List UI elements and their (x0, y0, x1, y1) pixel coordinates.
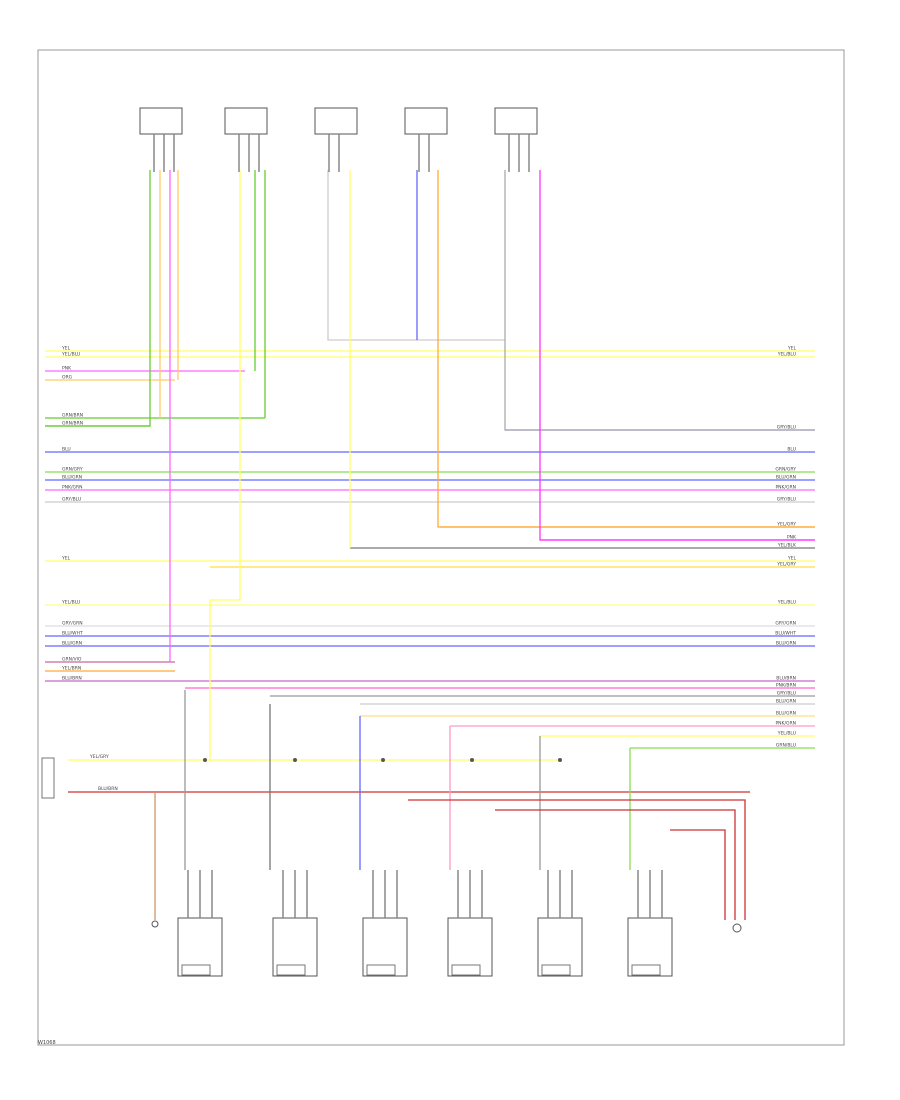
bus-label-right-w25: PNK/BRN (776, 683, 796, 689)
wires-layer (45, 170, 815, 920)
bus-label-right-w24: BLU/BRN (776, 676, 796, 682)
bottom-component-box-b1 (177, 917, 223, 977)
bus-label-right-w12: GRY/BLU (777, 497, 796, 503)
top-component-c2 (224, 107, 268, 172)
bus-label-right-w2: YEL/BLU (777, 352, 796, 358)
bus-label-right-w27: BLU/GRN (776, 699, 796, 705)
bottom-component-box-b2 (272, 917, 318, 977)
drop-wire-5 (209, 170, 241, 760)
junction-dot-4 (470, 758, 474, 762)
bus-label-right-w29: PNK/GRN (775, 721, 796, 727)
top-component-box-c5 (494, 107, 538, 135)
junction-dot-2 (293, 758, 297, 762)
bus-label-right-w19: GRY/GRN (775, 621, 796, 627)
bus-label-right-w30: YEL/BLU (777, 731, 796, 737)
top-component-c4 (404, 107, 448, 172)
junction-dot-3 (381, 758, 385, 762)
drop-wire-8 (327, 170, 505, 341)
supply-label-s1: YEL/GRY (89, 754, 109, 760)
bottom-component-b6 (627, 870, 673, 977)
bus-label-right-w20: BLU/WHT (775, 631, 796, 637)
junction-dot-5 (558, 758, 562, 762)
bus-label-left-w19: GRY/GRN (62, 621, 83, 627)
bottom-component-b0 (151, 792, 159, 928)
bus-label-right-w26: GRY/BLU (777, 691, 796, 697)
diagram-frame (37, 49, 845, 1046)
bottom-component-plug-b2 (276, 964, 306, 976)
bus-label-left-w5: GRN/BRN (62, 413, 83, 419)
left-connector (41, 757, 55, 799)
drop-wire-12 (504, 170, 815, 431)
bottom-component-plug-b4 (451, 964, 481, 976)
bus-label-right-w18: YEL/BLU (777, 600, 796, 606)
bottom-component-b4 (447, 870, 493, 977)
bus-label-right-w1: YEL (787, 346, 797, 352)
bottom-terminal-b0 (151, 920, 159, 928)
ground-terminal (732, 923, 742, 933)
bus-label-left-w8: BLU (62, 447, 71, 453)
bottom-component-box-b6 (627, 917, 673, 977)
bus-label-right-w10: BLU/GRN (776, 475, 796, 481)
supply-label-s2: BLU/BRN (98, 786, 118, 792)
bottom-component-plug-b6 (631, 964, 661, 976)
feed-wire-8 (495, 809, 736, 920)
bottom-component-box-b4 (447, 917, 493, 977)
components-layer (41, 107, 742, 977)
bus-label-left-w6: GRN/BRN (62, 421, 83, 427)
bus-label-right-w15: YEL/BLK (777, 543, 797, 549)
top-component-box-c2 (224, 107, 268, 135)
junction-dot-1 (203, 758, 207, 762)
bottom-component-b2 (272, 870, 318, 977)
bus-label-left-w20: BLU/WHT (62, 631, 83, 637)
bus-label-right-w28: BLU/GRN (776, 711, 796, 717)
bus-label-left-w16: YEL (61, 556, 71, 562)
bottom-component-b1 (177, 870, 223, 977)
top-component-box-c3 (314, 107, 358, 135)
top-component-c1 (139, 107, 183, 172)
top-component-box-c4 (404, 107, 448, 135)
bottom-component-b5 (537, 870, 583, 977)
bus-label-right-w13: YEL/GRY (776, 522, 796, 528)
bus-label-right-w31: GRN/BLU (776, 743, 796, 749)
bus-label-left-w9: GRN/GRY (62, 467, 83, 473)
bus-label-left-w4: ORG (62, 375, 73, 381)
bus-label-left-w2: YEL/BLU (61, 352, 80, 358)
bottom-component-b3 (362, 870, 408, 977)
drop-wire-11 (437, 170, 815, 528)
top-component-c3 (314, 107, 358, 172)
bottom-component-plug-b3 (366, 964, 396, 976)
top-component-c5 (494, 107, 538, 172)
bus-label-right-w8: BLU (787, 447, 796, 453)
feed-wire-7 (408, 799, 746, 920)
bus-label-right-w11: PNK/GRN (775, 485, 796, 491)
bus-label-left-w1: YEL (61, 346, 71, 352)
bus-label-right-w21: BLU/GRN (776, 641, 796, 647)
bus-label-left-w12: GRY/BLU (62, 497, 81, 503)
bus-label-right-w16: YEL (787, 556, 797, 562)
bottom-component-box-b5 (537, 917, 583, 977)
bus-label-left-w24: BLU/BRN (62, 676, 82, 682)
bottom-component-plug-b1 (181, 964, 211, 976)
bus-label-left-w18: YEL/BLU (61, 600, 80, 606)
bus-label-right-w17: YEL/GRY (776, 562, 796, 568)
bus-label-left-w10: BLU/GRN (62, 475, 82, 481)
bus-label-left-w3: PNK (62, 366, 72, 372)
feed-wire-9 (670, 829, 726, 920)
bus-label-right-w7: GRY/BLU (777, 425, 796, 431)
bus-label-left-w23: YEL/BRN (61, 666, 81, 672)
bottom-component-plug-b5 (541, 964, 571, 976)
bus-label-left-w21: BLU/GRN (62, 641, 82, 647)
bottom-component-box-b3 (362, 917, 408, 977)
drop-wire-13 (539, 170, 815, 541)
figure-code: W1068 (38, 1040, 56, 1046)
bus-label-left-w11: PNK/GRN (62, 485, 83, 491)
bus-label-left-w22: GRN/VIO (62, 657, 82, 663)
drop-wire-1 (45, 170, 151, 427)
top-component-box-c1 (139, 107, 183, 135)
bus-label-right-w9: GRN/GRY (775, 467, 796, 473)
bus-label-right-w14: PNK (787, 535, 797, 541)
